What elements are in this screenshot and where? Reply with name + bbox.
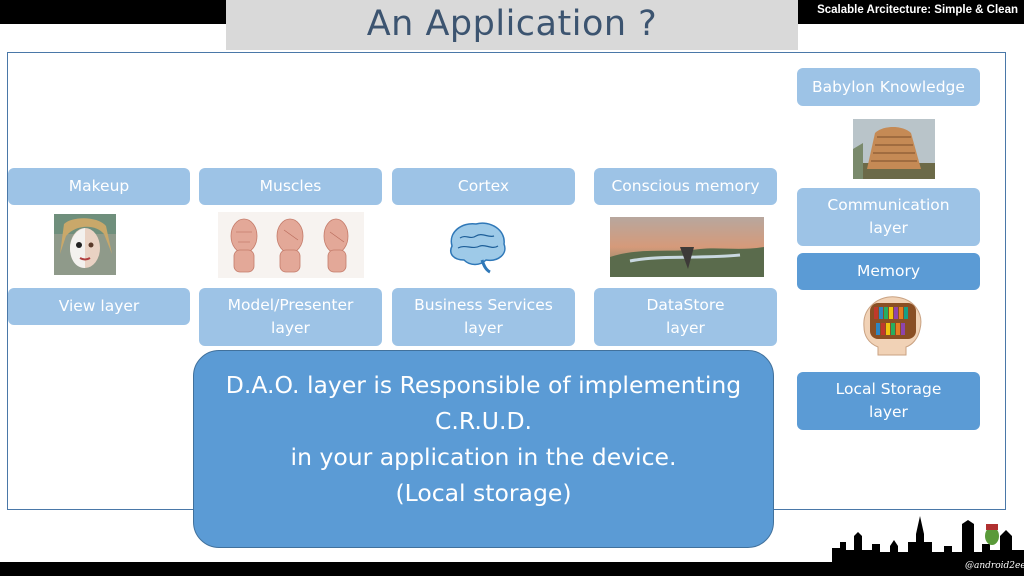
dao-callout-line3: in your application in the device. [290, 443, 677, 471]
view-layer-label: View layer [58, 297, 140, 315]
model-presenter-label-line2: layer [271, 319, 310, 337]
business-services-label-line1: Business Services [414, 296, 553, 314]
dao-callout-line2: C.R.U.D. [434, 407, 533, 435]
datastore-label-line1: DataStore [646, 296, 725, 314]
communication-label-line1: Communication [827, 196, 950, 214]
babylon-knowledge-box: Babylon Knowledge [797, 68, 980, 106]
title-band [226, 0, 798, 50]
babylon-knowledge-label: Babylon Knowledge [812, 77, 965, 96]
memory-box: Memory [797, 253, 980, 290]
conscious-memory-label: Conscious memory [611, 177, 760, 195]
business-services-layer-box: Business Services layer [392, 288, 575, 346]
cortex-box: Cortex [392, 168, 575, 205]
paris-skyline-icon [832, 516, 1024, 564]
muscles-label: Muscles [259, 177, 322, 195]
cortex-label: Cortex [457, 177, 510, 195]
makeup-face-icon [54, 214, 116, 275]
datastore-label-line2: layer [666, 319, 705, 337]
communication-label-line2: layer [869, 219, 908, 237]
model-presenter-layer-box: Model/Presenter layer [199, 288, 382, 346]
watermark-label: @android2ee [965, 561, 1024, 571]
business-services-label-line2: layer [464, 319, 503, 337]
muscles-box: Muscles [199, 168, 382, 205]
dao-callout: D.A.O. layer is Responsible of implement… [193, 350, 774, 548]
conscious-memory-box: Conscious memory [594, 168, 777, 205]
makeup-label: Makeup [68, 177, 130, 195]
bottom-bar [0, 562, 1024, 576]
brain-icon [440, 214, 514, 276]
landscape-icon [610, 217, 764, 277]
datastore-layer-box: DataStore layer [594, 288, 777, 346]
brand-label: Scalable Arcitecture: Simple & Clean [817, 4, 1018, 16]
local-storage-layer-box: Local Storage layer [797, 372, 980, 430]
tower-of-babel-icon [853, 119, 935, 179]
dao-callout-line1: D.A.O. layer is Responsible of implement… [225, 371, 742, 399]
memory-label: Memory [856, 262, 921, 280]
communication-layer-box: Communication layer [797, 188, 980, 246]
local-storage-label-line2: layer [869, 403, 908, 421]
slide-title: An Application ? [366, 4, 658, 44]
view-layer-box: View layer [8, 288, 190, 325]
head-bookshelf-icon [856, 293, 928, 357]
dao-callout-line4: (Local storage) [395, 479, 572, 507]
makeup-box: Makeup [8, 168, 190, 205]
model-presenter-label-line1: Model/Presenter [227, 296, 354, 314]
local-storage-label-line1: Local Storage [835, 380, 942, 398]
muscles-anatomy-icon [218, 212, 364, 278]
